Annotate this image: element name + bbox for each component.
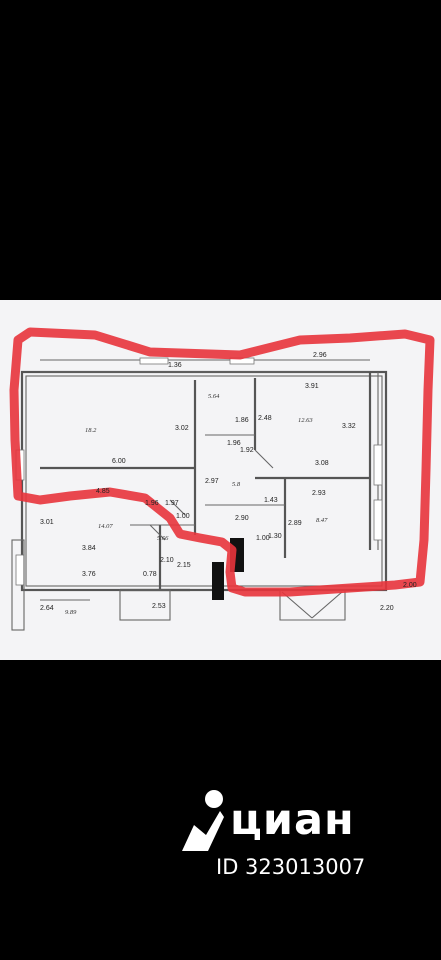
brand-name: циан (230, 795, 355, 845)
dimension-label: 2.64 (40, 605, 54, 612)
dimension-label: 1.97 (165, 500, 179, 507)
dimension-label: 1.00 (176, 513, 190, 520)
listing-id: ID 323013007 (216, 855, 366, 879)
inner-wall-line (25, 375, 383, 587)
floor-plan-photo: 1.36 2.96 3.91 3.02 1.86 1.96 2.48 3.32 … (0, 300, 441, 660)
room-area-label: 18.2 (85, 427, 97, 434)
dimension-label: 1.43 (264, 497, 278, 504)
dimension-label: 2.00 (403, 582, 417, 589)
dimension-label: 3.01 (40, 519, 54, 526)
dimension-label: 6.00 (112, 458, 126, 465)
dimension-label: 2.90 (235, 515, 249, 522)
dimension-label: 2.48 (258, 415, 272, 422)
room-area-label: 5.66 (157, 535, 169, 542)
window (15, 554, 25, 586)
window (373, 499, 383, 541)
room-area-label: 5.64 (208, 393, 220, 400)
location-pin-icon (182, 790, 224, 851)
dimension-label: 1.86 (235, 417, 249, 424)
redaction-mark (212, 562, 224, 600)
dimension-label: 1.36 (168, 362, 182, 369)
dimension-label: 2.53 (152, 603, 166, 610)
dimension-label: 3.02 (175, 425, 189, 432)
dimension-label: 3.76 (82, 571, 96, 578)
room-area-label: 9.89 (65, 609, 77, 616)
room-area-label: 12.63 (298, 417, 313, 424)
dimension-label: 0.78 (143, 571, 157, 578)
floor-plan-drawing: 1.36 2.96 3.91 3.02 1.86 1.96 2.48 3.32 … (9, 327, 435, 631)
dimension-label: 1.30 (268, 533, 282, 540)
cian-watermark: циан ID 323013007 (180, 785, 420, 885)
dimension-label: 2.20 (380, 605, 394, 612)
room-area-label: 8.47 (316, 517, 328, 524)
dimension-label: 3.08 (315, 460, 329, 467)
dimension-label: 2.89 (288, 520, 302, 527)
dimension-label: 2.97 (205, 478, 219, 485)
room-area-label: 14.07 (98, 523, 113, 530)
dimension-label: 3.84 (82, 545, 96, 552)
dimension-label: 3.32 (342, 423, 356, 430)
window (373, 444, 383, 486)
dimension-label: 3.91 (305, 383, 319, 390)
dimension-label: 1.96 (145, 500, 159, 507)
dimension-label: 2.93 (312, 490, 326, 497)
dimension-label: 1.00 (256, 535, 270, 542)
outer-wall (20, 370, 388, 592)
dimension-label: 2.10 (160, 557, 174, 564)
dimension-label: 4.85 (96, 488, 110, 495)
room-area-label: 5.8 (232, 481, 241, 488)
dimension-label: 1.92 (240, 447, 254, 454)
dimension-label: 2.96 (313, 352, 327, 359)
red-outline-highlight (9, 327, 435, 597)
window (139, 357, 169, 365)
dimension-label: 1.96 (227, 440, 241, 447)
dimension-label: 2.15 (177, 562, 191, 569)
